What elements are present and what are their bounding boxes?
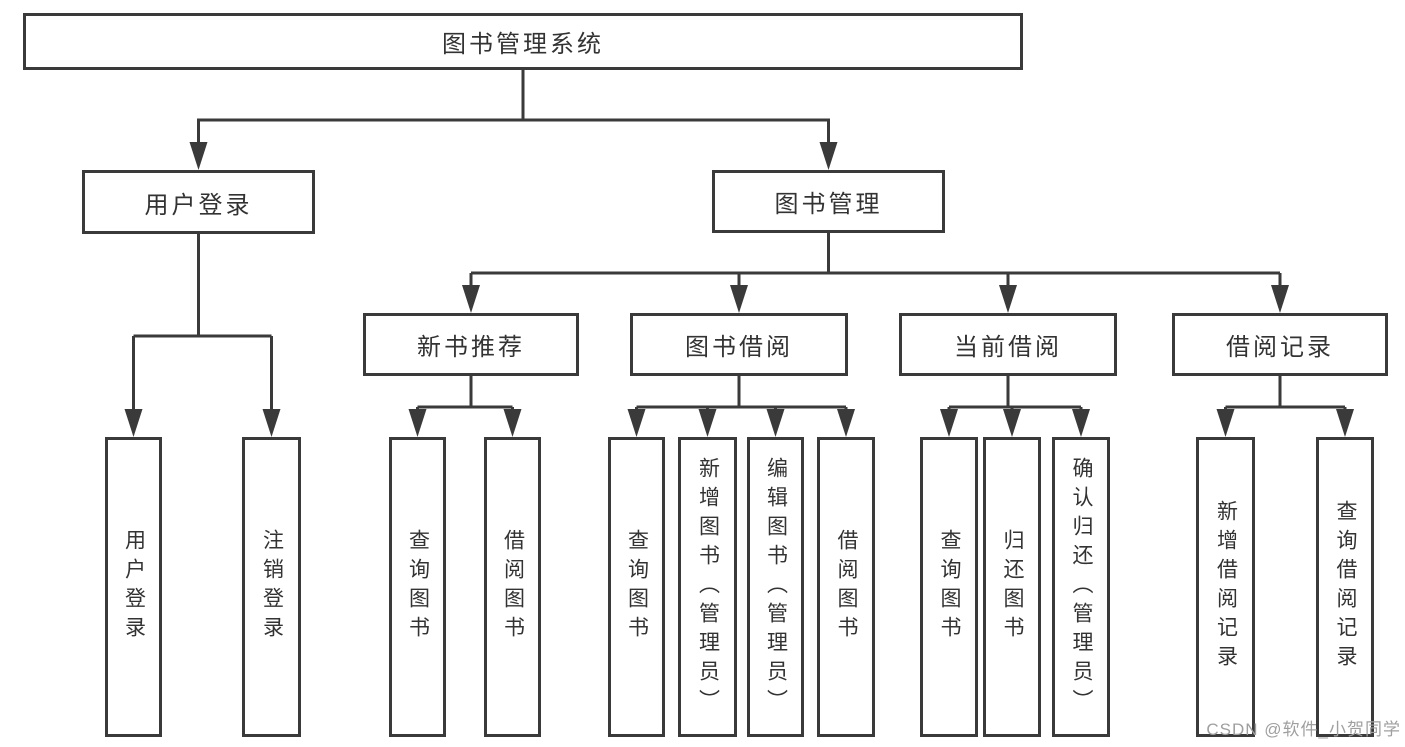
arrowhead-leaf-edit-books-admin [766, 409, 785, 437]
connector-current-borrowing-to-leaves [947, 376, 1083, 412]
arrowhead-leaf-logout [262, 409, 281, 437]
arrowhead-leaf-query-books-current [940, 409, 958, 437]
leaf-logout: 注销登录 [242, 437, 301, 737]
arrowhead-book-management [819, 142, 838, 170]
arrowhead-leaf-confirm-return-admin [1072, 409, 1090, 437]
leaf-edit-books-admin: 编辑图书（管理员） [747, 437, 804, 737]
arrowhead-leaf-return-books [1003, 409, 1021, 437]
arrowhead-leaf-borrow-books-recommend [503, 409, 522, 437]
arrowhead-leaf-add-borrow-record [1216, 409, 1235, 437]
leaf-add-books-admin: 新增图书（管理员） [678, 437, 737, 737]
arrowhead-leaf-user-login [124, 409, 143, 437]
leaf-user-login: 用户登录 [105, 437, 162, 737]
connector-new-book-recommend-to-leaves [416, 376, 514, 412]
leaf-query-books-borrowing: 查询图书 [608, 437, 665, 737]
node-book-management-system: 图书管理系统 [23, 13, 1023, 70]
arrowhead-leaf-borrow-books [837, 409, 855, 437]
leaf-add-borrow-record: 新增借阅记录 [1196, 437, 1255, 737]
leaf-query-books-current: 查询图书 [920, 437, 978, 737]
leaf-borrow-books: 借阅图书 [817, 437, 875, 737]
leaf-query-books-recommend: 查询图书 [389, 437, 446, 737]
arrowhead-current-borrowing [999, 285, 1017, 313]
arrowhead-borrowing-records [1271, 285, 1289, 313]
node-borrowing-records: 借阅记录 [1172, 313, 1388, 376]
arrowhead-leaf-query-borrow-record [1336, 409, 1354, 437]
arrowhead-new-book-recommend [462, 285, 480, 313]
connector-borrowing-records-to-leaves [1224, 376, 1347, 412]
node-new-book-recommend: 新书推荐 [363, 313, 579, 376]
arrowhead-leaf-query-books-borrowing [627, 409, 646, 437]
connector-book-management-to-level3 [469, 233, 1282, 289]
connector-root-to-level2 [197, 70, 830, 146]
leaf-confirm-return-admin: 确认归还（管理员） [1052, 437, 1110, 737]
arrowhead-user-login [189, 142, 208, 170]
node-book-borrowing: 图书借阅 [630, 313, 848, 376]
arrowhead-leaf-query-books-recommend [408, 409, 427, 437]
node-current-borrowing: 当前借阅 [899, 313, 1117, 376]
leaf-query-borrow-record: 查询借阅记录 [1316, 437, 1374, 737]
leaf-return-books: 归还图书 [983, 437, 1041, 737]
arrowhead-leaf-add-books-admin [698, 409, 717, 437]
connector-book-borrowing-to-leaves [635, 376, 848, 412]
node-book-management: 图书管理 [712, 170, 945, 233]
arrowhead-book-borrowing [730, 285, 748, 313]
node-user-login: 用户登录 [82, 170, 315, 234]
connector-user-login-to-leaves [132, 234, 273, 413]
csdn-watermark: CSDN @软件_小贺同学 [1206, 720, 1401, 739]
leaf-borrow-books-recommend: 借阅图书 [484, 437, 541, 737]
